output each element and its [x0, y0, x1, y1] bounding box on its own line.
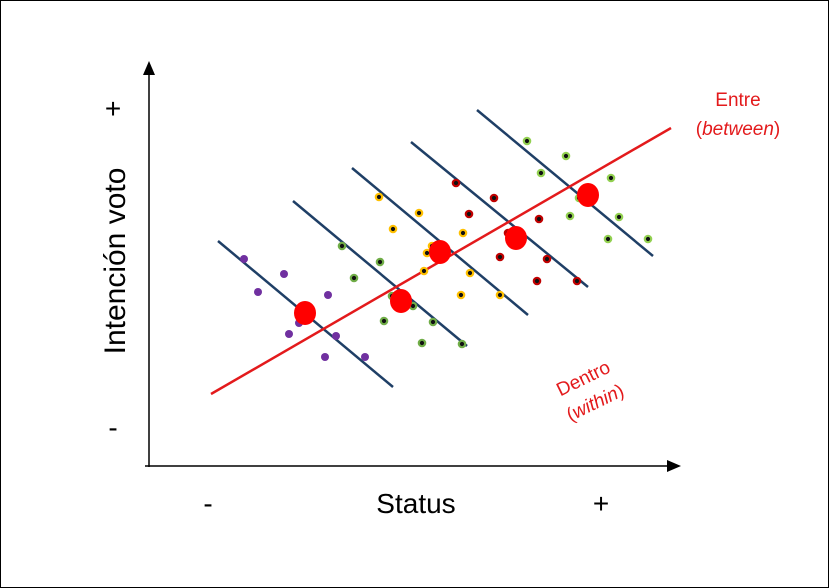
within-label: Dentro (within): [553, 357, 627, 426]
data-point: [614, 212, 624, 222]
data-point: [285, 330, 293, 338]
y-plus-label: +: [105, 93, 121, 124]
group-mean-dot: [390, 289, 412, 313]
data-point: [495, 290, 505, 300]
data-point: [522, 136, 532, 146]
within-line: [410, 141, 589, 288]
data-point: [606, 173, 616, 183]
data-point: [451, 178, 461, 188]
data-point: [375, 257, 385, 267]
data-point: [361, 353, 369, 361]
between-label-translation: (between): [696, 119, 781, 140]
group-mean-dot: [505, 226, 527, 250]
y-axis-label: Intención voto: [99, 168, 132, 355]
data-point: [428, 317, 438, 327]
data-point: [349, 273, 359, 283]
data-point: [321, 353, 329, 361]
data-point: [337, 241, 347, 251]
data-point: [332, 332, 340, 340]
data-point: [572, 276, 582, 286]
x-minus-label: -: [203, 488, 212, 519]
y-minus-label: -: [108, 412, 117, 443]
x-plus-label: +: [593, 488, 609, 519]
data-point: [456, 290, 466, 300]
data-point: [643, 234, 653, 244]
y-axis-arrow-icon: [143, 61, 155, 75]
data-point: [374, 192, 384, 202]
data-point: [464, 209, 474, 219]
data-point: [495, 252, 505, 262]
data-point: [417, 338, 427, 348]
data-point: [534, 214, 544, 224]
data-point: [379, 316, 389, 326]
within-line: [476, 109, 654, 257]
group-means: [294, 183, 599, 325]
data-point: [536, 168, 546, 178]
data-point: [532, 276, 542, 286]
within-line: [292, 200, 468, 347]
data-point: [603, 234, 613, 244]
data-point: [542, 254, 552, 264]
data-point: [465, 268, 475, 278]
data-point: [565, 211, 575, 221]
data-point: [561, 151, 571, 161]
data-point: [254, 288, 262, 296]
x-axis-arrow-icon: [667, 460, 681, 472]
data-point: [457, 339, 467, 349]
data-point: [388, 224, 398, 234]
between-label-word: Entre: [715, 90, 760, 111]
data-point: [458, 228, 468, 238]
group-mean-dot: [294, 301, 316, 325]
x-axis-label: Status: [376, 488, 455, 519]
data-point: [419, 266, 429, 276]
group-mean-dot: [577, 183, 599, 207]
group-mean-dot: [429, 240, 451, 264]
data-point: [489, 193, 499, 203]
data-point: [414, 208, 424, 218]
data-point: [324, 291, 332, 299]
data-point: [280, 270, 288, 278]
data-point: [240, 255, 248, 263]
